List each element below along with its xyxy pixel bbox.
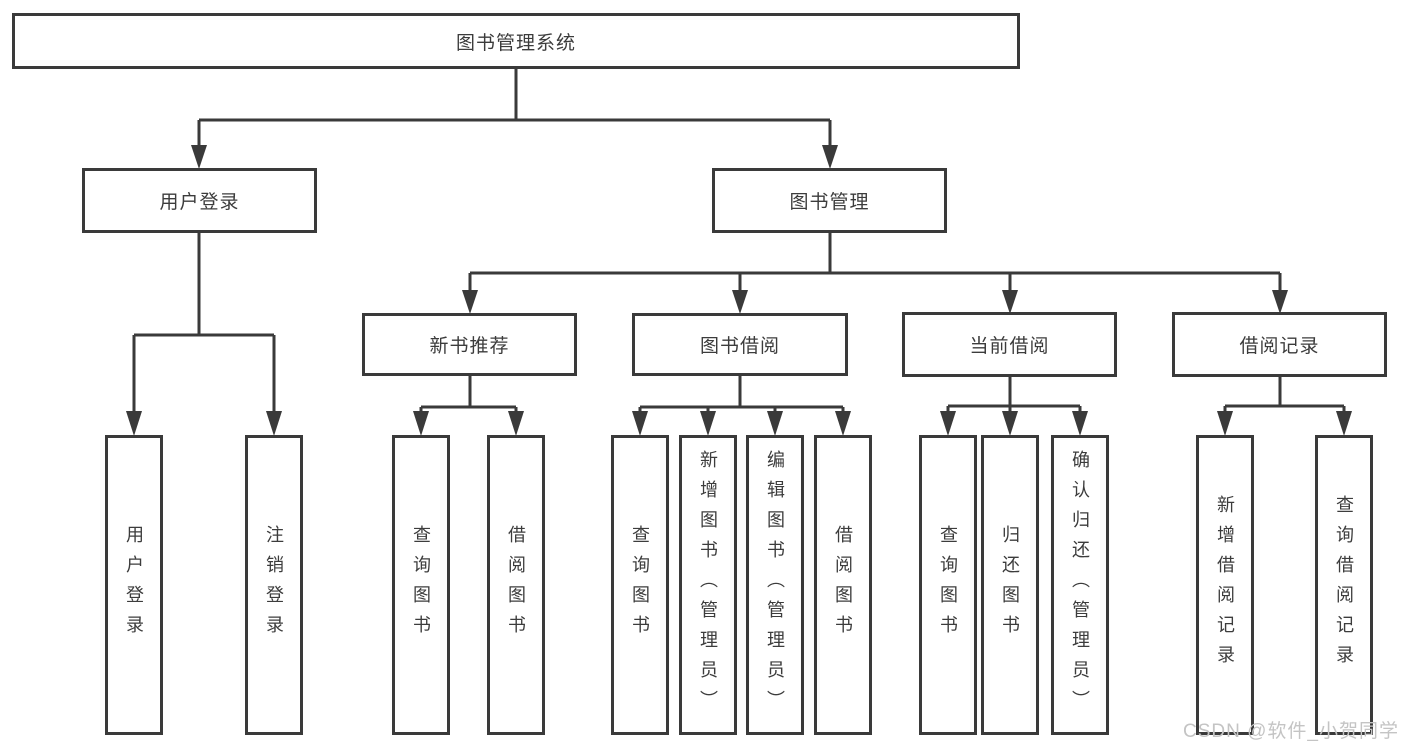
- node-book-borrow: 图书借阅: [632, 313, 848, 376]
- arrow-down-icon: [732, 290, 748, 314]
- leaf-borrow-edit-book-admin: 编辑图书（管理员）: [746, 435, 804, 735]
- leaf-record-query: 查询借阅记录: [1315, 435, 1373, 735]
- arrow-down-icon: [940, 411, 956, 436]
- arrow-down-icon: [835, 411, 851, 436]
- arrow-down-icon: [1002, 290, 1018, 314]
- arrow-down-icon: [413, 411, 429, 436]
- arrow-down-icon: [767, 411, 783, 436]
- node-book-management: 图书管理: [712, 168, 947, 233]
- leaf-current-return-book: 归还图书: [981, 435, 1039, 735]
- leaf-borrow-borrow-book: 借阅图书: [814, 435, 872, 735]
- arrow-down-icon: [1217, 411, 1233, 436]
- arrow-down-icon: [822, 145, 838, 169]
- node-root: 图书管理系统: [12, 13, 1020, 69]
- arrow-down-icon: [462, 290, 478, 314]
- leaf-current-query-book: 查询图书: [919, 435, 977, 735]
- arrow-down-icon: [1002, 411, 1018, 436]
- arrow-down-icon: [508, 411, 524, 436]
- leaf-record-add: 新增借阅记录: [1196, 435, 1254, 735]
- csdn-watermark: CSDN @软件_小贺同学: [1183, 721, 1399, 742]
- node-borrow-record: 借阅记录: [1172, 312, 1387, 377]
- arrow-down-icon: [1072, 411, 1088, 436]
- leaf-borrow-add-book-admin: 新增图书（管理员）: [679, 435, 737, 735]
- arrow-down-icon: [191, 145, 207, 169]
- arrow-down-icon: [266, 411, 282, 436]
- leaf-recommend-borrow-book: 借阅图书: [487, 435, 545, 735]
- node-new-book-recommend: 新书推荐: [362, 313, 577, 376]
- leaf-current-confirm-return-admin: 确认归还（管理员）: [1051, 435, 1109, 735]
- arrow-down-icon: [1272, 290, 1288, 314]
- arrow-down-icon: [632, 411, 648, 436]
- node-user-login: 用户登录: [82, 168, 317, 233]
- arrow-down-icon: [1336, 411, 1352, 436]
- arrowheads: [126, 145, 1352, 436]
- arrow-down-icon: [126, 411, 142, 436]
- leaf-recommend-query-book: 查询图书: [392, 435, 450, 735]
- leaf-borrow-query-book: 查询图书: [611, 435, 669, 735]
- node-current-borrow: 当前借阅: [902, 312, 1117, 377]
- leaf-logout: 注销登录: [245, 435, 303, 735]
- leaf-user-login: 用户登录: [105, 435, 163, 735]
- arrow-down-icon: [700, 411, 716, 436]
